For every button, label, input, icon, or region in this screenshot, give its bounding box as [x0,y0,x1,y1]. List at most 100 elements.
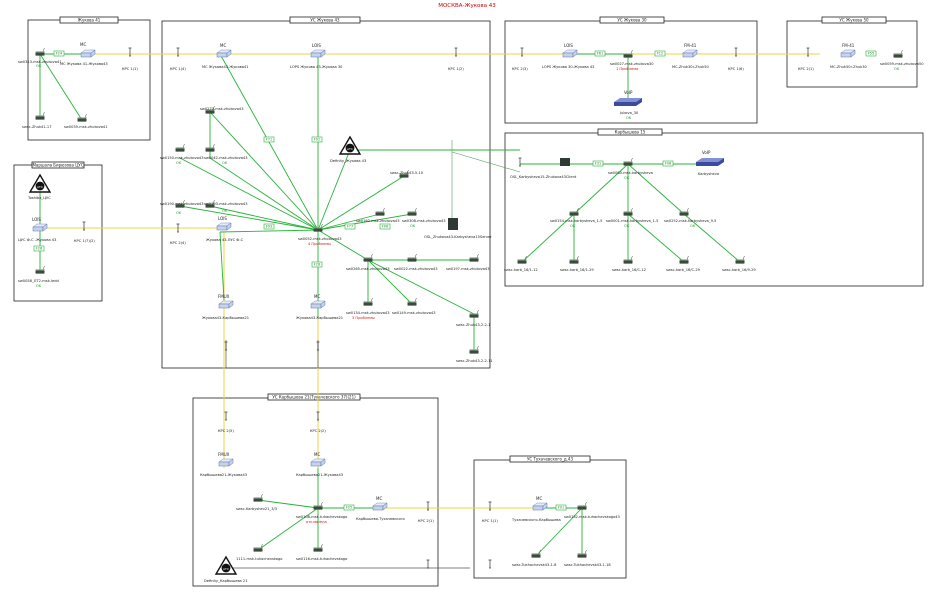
device-switch[interactable]: sw0308-msk-zhukova43 OK [402,207,446,228]
device-switch[interactable]: sw0042-msk-zhukova43 OK [204,143,248,165]
device-switch[interactable]: sw0193-msk-zhukova43 OK [204,199,248,213]
device-cross-connect[interactable] [488,559,492,569]
device-fmux[interactable]: FMUX Жукова43-Карбышева21 [202,294,249,320]
device-cross-connect[interactable]: КРС 2(3) [512,47,528,71]
device-switch[interactable]: swsc-karb_16/C-29 [666,255,701,272]
status-ok: OK [624,224,630,228]
device-switch[interactable]: sw0149-msk-zhukova43 [392,297,436,315]
device-label: swsc-karb_16/C-29 [666,268,701,272]
device-cross-connect[interactable]: КРС 1(2) [448,47,464,71]
device-cross-connect[interactable]: КРС 2(5) [218,411,234,433]
device-media-converter[interactable]: MC Карбышева-Тухачевского [356,496,405,521]
device-switch[interactable]: swsc-Zhuk41-17 [22,111,52,129]
device-pbx[interactable]: АТС Definity_Карбышева 21 [204,556,247,583]
device-media-converter[interactable]: MC MC Жукова 41-Жукова43 [60,42,108,66]
device-type: АТС [223,567,229,571]
device-switch[interactable]: sw0270-msk-zhukova43 [200,105,244,114]
device-switch[interactable]: sw0313-msk-zhukova41 OK [18,47,62,68]
device-switch[interactable]: sw0154-msk-karbysheva_1-5 OK [550,207,602,228]
device-type: MC [220,43,226,48]
device-switch[interactable]: swsc-Zhuk43-2-2-1 [456,309,490,327]
device-fm[interactable]: FM-41 MC-Zhuk50r-Zhuk30 [830,43,868,69]
device-type: FM-41 [842,43,855,48]
device-pbx[interactable]: АТС Toshiba_ЦУС [27,174,51,200]
device-switch[interactable]: swsc-Zhuk43-2-2-11 [456,345,493,363]
device-switch[interactable]: 1111-msk-tuhachevskogo [236,543,282,561]
link-tag: F08 [665,162,671,166]
device-label: Жукова43-Карбышева21 [202,316,249,320]
device-switch[interactable]: sw0058_ЛТ2-msk-ledd OK [18,265,59,288]
device-lois[interactable]: LOIS ЦУС Ф-С -Жукова 43 [18,217,56,242]
device-cross-connect[interactable]: КРС 1(1) [122,47,138,71]
device-type: MC [536,496,542,501]
device-label: sw0039-msk-zhukova41 [64,125,108,129]
device-lois[interactable]: LOIS LOPS Жукова 30-Жукова 43 [542,43,594,69]
link-tag: F31 [595,162,601,166]
device-cross-connect[interactable]: КРС 2(1) [798,47,814,71]
device-switch[interactable]: sw0190-msk-zhukova43 OK [160,199,204,215]
device-lois[interactable]: LOIS Жукова 43-ЛУС Ф-С [206,216,244,242]
device-voip-gateway[interactable]: VoIP Jukova_30 OK [614,90,642,120]
device-cross-connect[interactable]: КРС 1(1) [482,501,498,523]
device-label: sw0252-msk-karbysheva_9-5 [664,219,716,223]
device-switch[interactable]: sw0132-msk-tuhachevskogo43 [564,501,620,519]
device-switch[interactable]: swsc-karb_16/1-29 [560,255,594,272]
device-cross-connect[interactable]: КРС 2(4) [170,223,186,245]
device-switch[interactable]: swsc-karb_16/9-29 [722,255,756,272]
device-switch[interactable]: sw0265-msk-zhukova43 [346,253,390,271]
device-switch[interactable]: sw0080-msk-karbysheva OK [608,157,653,180]
device-switch[interactable]: sw0108-msk-tuhachevskogo отключена [296,501,347,524]
device-media-converter[interactable]: MC Жукова43-Карбышева21 [296,294,343,320]
device-server[interactable] [560,158,570,166]
device-cross-connect[interactable]: КРС 1(7)(2) [74,221,95,243]
device-switch[interactable]: swsc-Tukhachevsk43-1-8 [512,549,557,567]
link-tag: F61 [597,52,603,56]
device-switch[interactable]: sw0162-msk-zhukova43 [356,207,400,223]
device-voip-gateway[interactable]: VoIP Karbysheva [696,150,724,176]
device-cross-connect[interactable] [426,559,430,569]
device-lois[interactable]: LOIS LOPS Жукова 43-Жукова 30 [290,43,343,69]
device-cross-connect[interactable] [224,341,228,351]
device-cross-connect[interactable]: КРС 2(2) [310,411,326,433]
device-label: sw0154-msk-karbysheva_1-5 [550,219,602,223]
device-switch[interactable]: sw0059-msk-zhukova50 OK [880,49,924,71]
device-switch[interactable]: sw0022-msk-zhukova43 [394,253,438,271]
device-label: sw0052-msk-zhukova43 [298,237,342,241]
device-switch[interactable]: sw0001-msk-karbysheva_1-5 OK [606,207,658,228]
device-cross-connect[interactable]: OSL_Karbysheva15-Zhukova43Client [510,157,577,179]
device-switch[interactable]: swsc-karb_16/1-12 [504,255,538,272]
device-label: Definity_Карбышева 21 [204,579,247,583]
device-switch[interactable]: swsc-Tukhachevsk43-1-18 [564,549,611,567]
device-media-converter[interactable]: MC Карбышева21-Жукова43 [296,452,343,477]
device-server[interactable]: OSL_Zhukova43-Karbysheva15Server [424,218,492,239]
device-switch[interactable]: sw0150-msk-zhukova43 OK [160,143,204,165]
device-fmux[interactable]: FMUX Карбышева21-Жукова43 [200,452,247,477]
device-cross-connect[interactable] [316,341,320,351]
device-cross-connect[interactable]: КРС 1(4) [170,47,186,71]
device-switch[interactable]: sw0252-msk-karbysheva_9-5 OK [664,207,716,228]
device-switch[interactable]: swsc-Karbyshev21_3/3 [236,493,277,511]
device-switch[interactable]: sw0134-msk-zhukova43 3 Проблемы [346,297,390,320]
device-type: FM-41 [684,43,697,48]
device-cross-connect[interactable]: КРС 1(6) [728,47,744,71]
frame-label: Карбышева 15 [615,130,646,135]
device-switch[interactable]: sw0039-msk-zhukova41 [64,113,108,129]
device-label: swsc-Tukhachevsk43-1-18 [564,563,611,567]
device-label: КРС 1(6) [728,67,744,71]
device-switch[interactable]: sw0197-msk-zhukova43 [446,253,490,271]
device-core-switch[interactable]: sw0052-msk-zhukova43 4 Проблемы [298,223,342,246]
device-switch[interactable]: sw0116-msk-tuhachevskogo [296,543,347,561]
device-switch[interactable]: swsc-Zhuk43-5-10 [390,169,424,178]
device-cross-connect[interactable]: КРС 2(1) [418,501,434,523]
device-media-converter[interactable]: MC MC Жукова43-Жукова41 [202,43,249,69]
device-switch[interactable]: swsc-karb_16/C-12 [612,255,646,272]
device-pbx[interactable]: АТС Definity_Жукова 43 [330,136,366,163]
status-problem: 3 Проблемы [352,316,375,320]
device-media-converter[interactable]: MC Тухачевского-Карбышева [511,496,561,522]
status-ok: OK [36,64,42,68]
device-fm[interactable]: FM-41 MC-Zhuk30r-Zhuk50 [672,43,710,69]
frame-uc-zhukova30: УС Жукова 30 [504,16,758,124]
link-tag: F71 [266,138,272,142]
device-switch[interactable]: sw0027-msk-zhukova30 1 Проблема [610,49,654,71]
device-label: sw0190-msk-zhukova43 [160,202,204,206]
